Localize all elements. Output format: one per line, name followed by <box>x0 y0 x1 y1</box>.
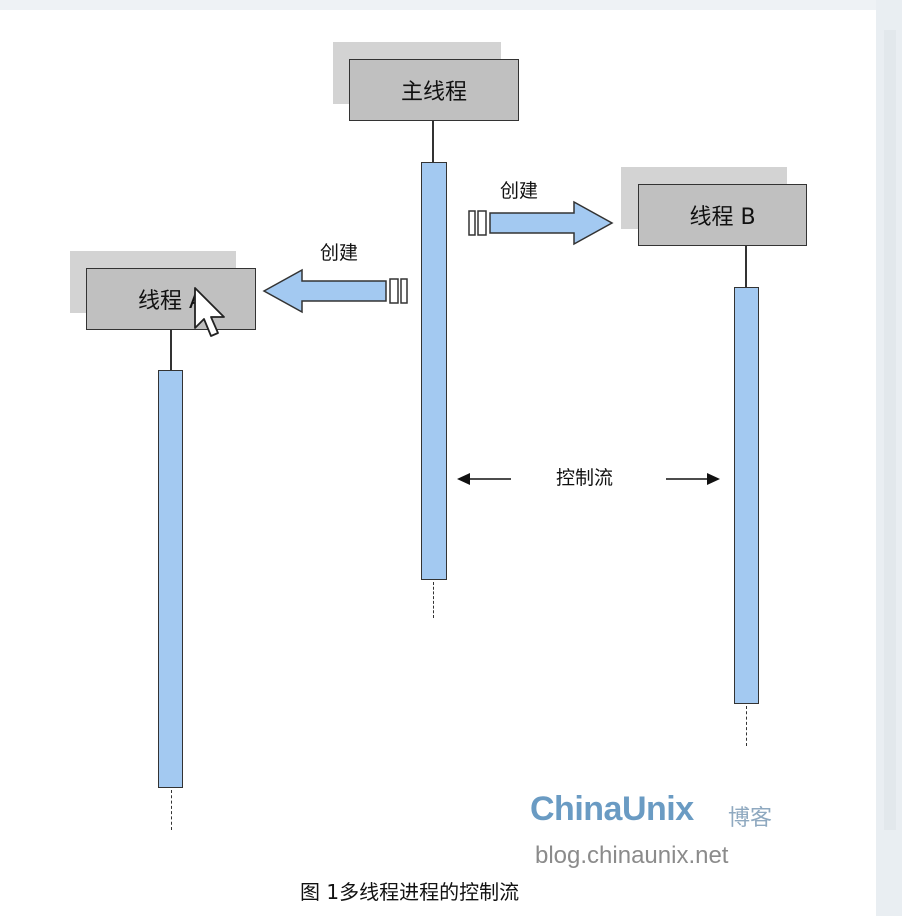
thread-a-lifeline <box>158 370 183 788</box>
create-a-arrow <box>262 268 408 314</box>
right-scrollbar-track[interactable] <box>884 30 896 830</box>
thread-b-lifeline <box>734 287 759 704</box>
mouse-cursor-icon <box>194 287 225 337</box>
create-b-label: 创建 <box>500 180 539 202</box>
main-thread-lifeline <box>421 162 447 580</box>
thread-b-box: 线程 B <box>638 184 807 246</box>
main-thread-continuation <box>433 582 434 618</box>
page-top-border <box>0 0 902 10</box>
thread-a-label: 线程 A <box>137 289 205 314</box>
main-thread-box: 主线程 <box>349 59 519 121</box>
control-flow-label: 控制流 <box>556 467 614 489</box>
main-thread-stem <box>432 121 434 163</box>
control-flow-right-arrow <box>666 473 720 485</box>
thread-b-stem <box>745 246 747 288</box>
thread-b-continuation <box>746 706 747 746</box>
create-b-arrow <box>468 200 614 246</box>
thread-a-stem <box>170 330 172 371</box>
thread-b-label: 线程 B <box>689 205 756 230</box>
main-thread-label: 主线程 <box>400 80 467 105</box>
thread-a-box: 线程 A <box>86 268 256 330</box>
control-flow-left-arrow <box>457 473 511 485</box>
thread-a-continuation <box>171 790 172 830</box>
create-a-label: 创建 <box>320 242 359 264</box>
figure-caption: 图 1多线程进程的控制流 <box>300 880 520 904</box>
chinaunix-logo: ChinaUnix <box>530 790 694 828</box>
chinaunix-url: blog.chinaunix.net <box>535 842 729 869</box>
chinaunix-blog-label: 博客 <box>728 806 773 831</box>
